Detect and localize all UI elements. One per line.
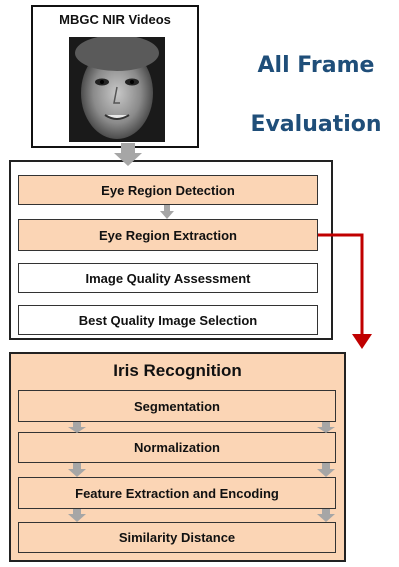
small-down-arrow-icon xyxy=(68,422,86,433)
normalization-step: Normalization xyxy=(18,432,336,463)
eye-region-extraction-step: Eye Region Extraction xyxy=(18,219,318,251)
small-down-arrow-icon xyxy=(68,509,86,522)
small-down-arrow-icon xyxy=(317,463,335,477)
side-title: All Frame Evaluation xyxy=(236,36,396,154)
gray-down-arrow-icon xyxy=(114,143,142,166)
small-down-arrow-icon xyxy=(317,509,335,522)
small-down-arrow-icon xyxy=(160,205,174,219)
iris-step-arrows xyxy=(68,422,335,522)
face-image xyxy=(69,37,165,142)
eye-region-detection-step: Eye Region Detection xyxy=(18,175,318,205)
similarity-distance-step: Similarity Distance xyxy=(18,522,336,553)
small-down-arrow-icon xyxy=(68,463,86,477)
image-quality-assessment-step: Image Quality Assessment xyxy=(18,263,318,293)
iris-recognition-title: Iris Recognition xyxy=(113,361,242,380)
video-title: MBGC NIR Videos xyxy=(59,12,171,27)
small-down-arrow-icon xyxy=(317,422,335,433)
segmentation-step: Segmentation xyxy=(18,390,336,422)
video-input-box: MBGC NIR Videos xyxy=(31,5,199,148)
side-title-line1: All Frame xyxy=(257,53,375,78)
side-title-line2: Evaluation xyxy=(250,112,382,137)
feature-extraction-encoding-step: Feature Extraction and Encoding xyxy=(18,477,336,509)
best-quality-image-selection-step: Best Quality Image Selection xyxy=(18,305,318,335)
red-connector-arrow-icon xyxy=(318,233,372,349)
